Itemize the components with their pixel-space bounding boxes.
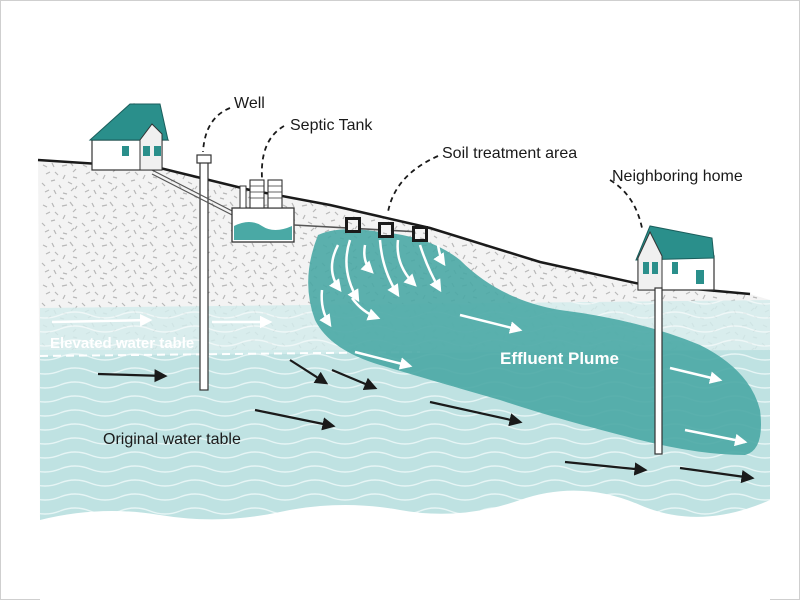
house-drain-pipe <box>151 169 241 220</box>
septic-tank-label: Septic Tank <box>290 117 373 134</box>
elevated-water-table-label: Elevated water table <box>50 335 194 352</box>
well-label: Well <box>234 95 265 112</box>
soil-treatment-area-label: Soil treatment area <box>442 145 577 162</box>
ground-surface <box>37 158 751 296</box>
home-house-icon <box>88 103 170 171</box>
neighboring-house-icon <box>635 225 715 291</box>
septic-tank <box>231 179 295 243</box>
effluent-plume <box>308 229 761 455</box>
callout-leaders <box>202 107 643 229</box>
soil-treatment-boxes <box>345 217 428 242</box>
bottom-edge <box>40 490 770 600</box>
neighboring-home-label: Neighboring home <box>612 168 743 185</box>
neighboring-well <box>654 287 663 455</box>
plume-flow-arrows <box>51 239 748 447</box>
effluent-plume-label: Effluent Plume <box>500 349 619 368</box>
original-water-table-label: Original water table <box>103 431 241 448</box>
groundwater-flow-arrows <box>97 359 755 484</box>
well <box>196 154 212 391</box>
